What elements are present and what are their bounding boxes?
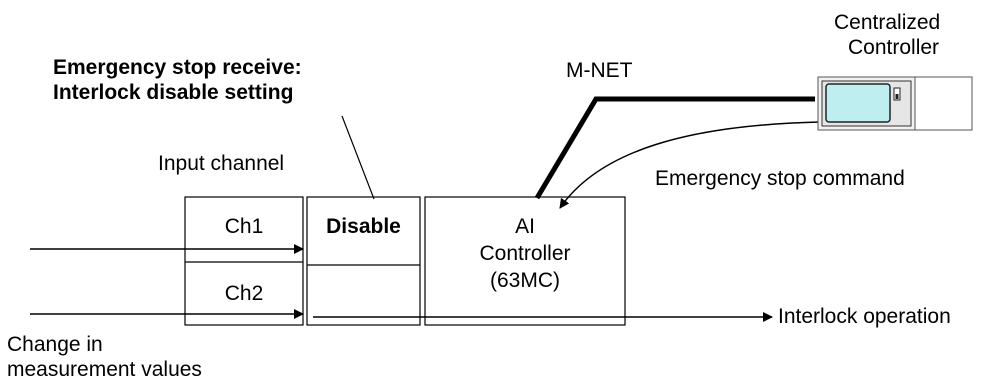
mnet-label: M-NET: [566, 59, 633, 82]
input-channel-box: [184, 196, 304, 326]
setting-leader-line: [341, 115, 375, 200]
centralized-controller-device-icon: [817, 76, 973, 131]
mnet-line: [534, 96, 815, 200]
input-channel-label: Input channel: [158, 152, 285, 175]
setting-title-line2: Interlock disable setting: [53, 81, 294, 104]
ai-controller-line2: Controller: [479, 242, 571, 265]
ai-controller-line3: (63MC): [489, 269, 560, 292]
disable-label: Disable: [326, 215, 401, 238]
ch2-label: Ch2: [224, 282, 264, 305]
change-in-label-line2: measurement values: [7, 358, 202, 381]
disable-box: [306, 196, 421, 326]
centralized-controller-line1: Centralized: [834, 11, 941, 34]
setting-title-line1: Emergency stop receive:: [53, 56, 302, 79]
emergency-stop-command-label: Emergency stop command: [655, 167, 905, 190]
ai-controller-box: [424, 196, 626, 326]
centralized-controller-line2: Controller: [848, 36, 940, 59]
ai-controller-line1: AI: [515, 215, 535, 238]
ch1-label: Ch1: [224, 215, 264, 238]
emergency-stop-command-arrow: [559, 121, 821, 209]
interlock-operation-label: Interlock operation: [778, 305, 951, 328]
change-in-label-line1: Change in: [7, 333, 103, 356]
